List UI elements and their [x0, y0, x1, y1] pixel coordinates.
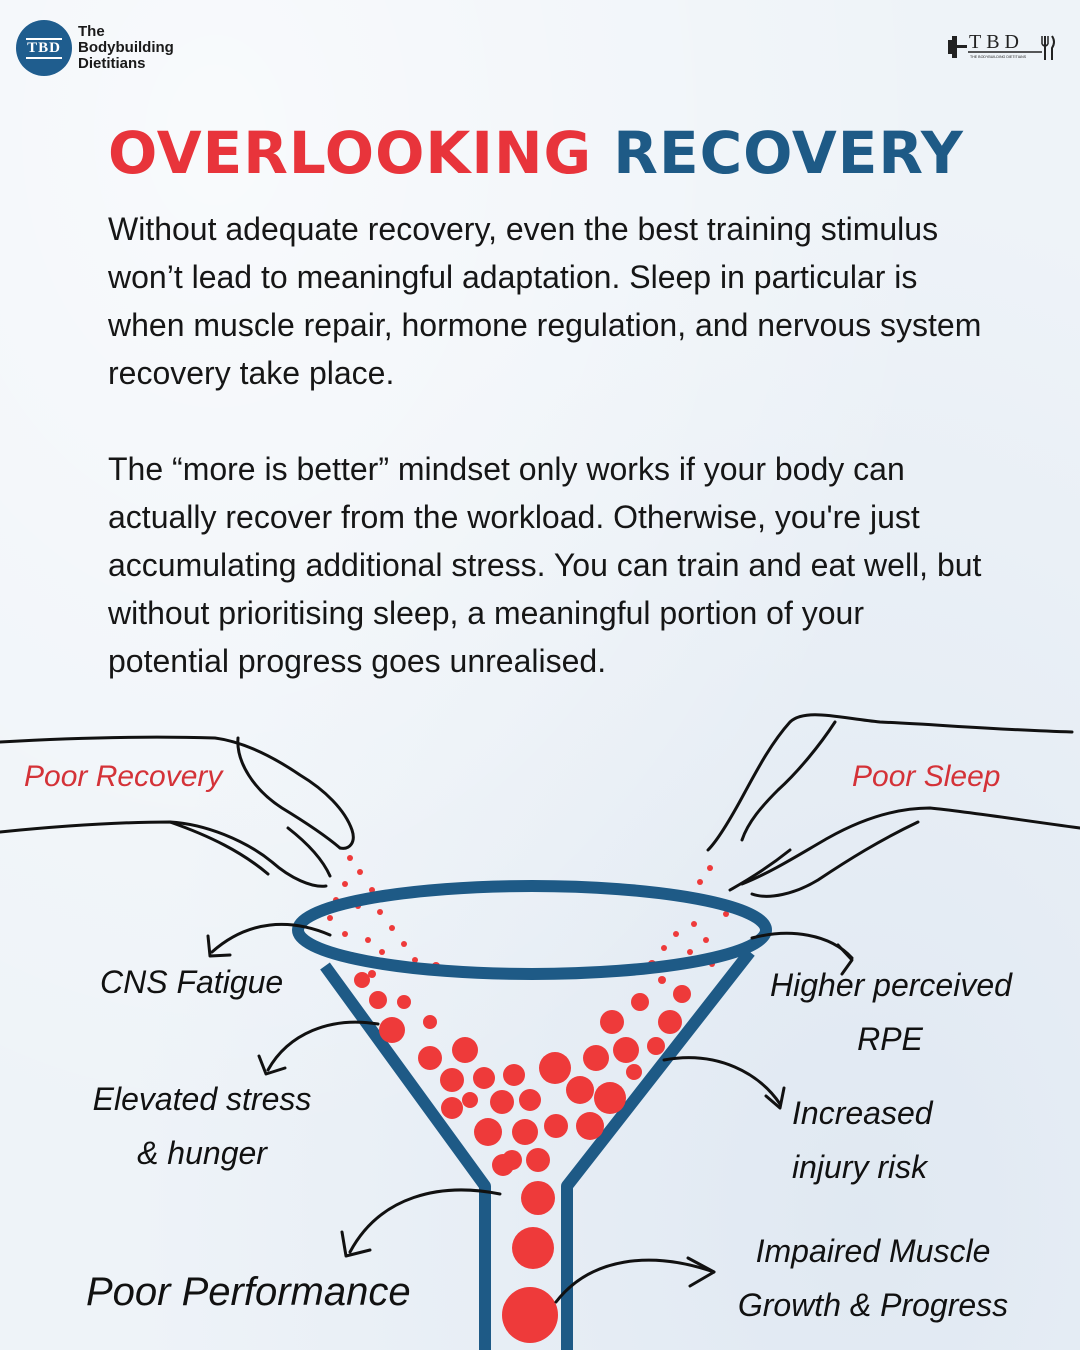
arrow-muscle: [554, 1256, 716, 1304]
page-title: OVERLOOKING RECOVERY: [108, 116, 964, 190]
funnel-icon: [292, 880, 772, 1350]
brand-name-line: Bodybuilding: [78, 39, 174, 56]
mindset-paragraph: The “more is better” mindset only works …: [108, 451, 982, 679]
effect-poor-performance: Poor Performance: [86, 1270, 411, 1314]
effect-injury-risk: Increased injury risk: [792, 1086, 933, 1194]
large-particles: [354, 972, 691, 1343]
intro-paragraph: Without adequate recovery, even the best…: [108, 211, 982, 391]
effect-line: Elevated stress: [92, 1081, 312, 1117]
mark-subtext: THE BODYBUILDING DIETITIANS: [970, 55, 1027, 59]
input-label-poor-sleep: Poor Sleep: [852, 760, 1001, 793]
brand-name-line: Dietitians: [78, 55, 146, 72]
right-hand-icon: [706, 713, 1080, 898]
brand-name-line: The: [78, 23, 105, 40]
effect-arrows: [206, 922, 854, 1304]
effect-line: Increased: [792, 1095, 933, 1131]
effect-line: RPE: [857, 1021, 923, 1057]
effect-line: Higher perceived: [770, 967, 1012, 1003]
brand: TBD The Bodybuilding Dietitians: [16, 20, 174, 76]
brand-logo: TBD: [16, 20, 72, 76]
effect-line: Growth & Progress: [737, 1287, 1009, 1323]
effect-cns-fatigue: CNS Fatigue: [100, 964, 284, 1000]
input-label-poor-recovery: Poor Recovery: [24, 760, 223, 793]
tbd-logo-mark: TBD THE BODYBUILDING DIETITIANS: [948, 31, 1055, 60]
effect-higher-rpe: Higher perceived RPE: [770, 958, 1012, 1066]
effect-line: Impaired Muscle: [755, 1233, 991, 1269]
brand-logo-text: TBD: [26, 37, 62, 59]
left-hand-icon: [0, 735, 355, 888]
effect-line: & hunger: [137, 1135, 267, 1171]
mark-text: TBD: [969, 31, 1024, 53]
title-part-blue: RECOVERY: [613, 119, 964, 187]
effect-elevated-stress: Elevated stress & hunger: [84, 1072, 320, 1180]
arrow-stress: [257, 1020, 380, 1076]
arrow-cns: [206, 922, 332, 958]
arrow-rpe: [750, 931, 854, 976]
arrow-injury: [662, 1056, 786, 1110]
brand-name: The Bodybuilding Dietitians: [78, 24, 174, 72]
arrow-performance: [340, 1188, 502, 1258]
title-part-red: OVERLOOKING: [108, 119, 593, 187]
effect-line: injury risk: [792, 1149, 928, 1185]
effect-impaired-muscle: Impaired Muscle Growth & Progress: [718, 1224, 1028, 1332]
